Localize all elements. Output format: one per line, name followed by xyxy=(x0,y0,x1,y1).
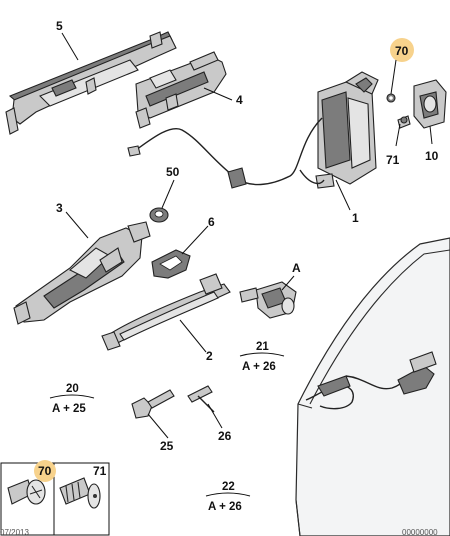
ref-21-sub: A + 26 xyxy=(242,361,276,373)
footer-right-code: 00000000 xyxy=(402,528,438,536)
part-2-door-handle xyxy=(101,273,231,351)
ref-21-num: 21 xyxy=(256,341,269,353)
part-3-handle-frame xyxy=(13,221,151,325)
label-1: 1 xyxy=(352,211,359,225)
footer-left-code: 07/2013 xyxy=(0,528,29,536)
ref-22: 22 A + 26 xyxy=(205,481,251,513)
screw-71-inset xyxy=(59,477,101,509)
label-26: 26 xyxy=(218,429,232,443)
part-25-key xyxy=(131,389,175,419)
label-2: 2 xyxy=(206,349,213,363)
part-5-handle-trim xyxy=(5,31,177,135)
screw-70-inset xyxy=(7,479,46,505)
highlight-70-top xyxy=(390,38,414,62)
label-6: 6 xyxy=(208,215,215,229)
door-outline xyxy=(295,237,450,536)
highlight-70-inset xyxy=(34,460,56,482)
label-5: 5 xyxy=(56,19,63,33)
ref-20-num: 20 xyxy=(66,383,79,395)
label-71-top: 71 xyxy=(386,153,400,167)
part-10-striker xyxy=(413,79,447,129)
label-50: 50 xyxy=(166,165,180,179)
ref-22-sub: A + 26 xyxy=(208,501,242,513)
part-4-handle-carrier xyxy=(135,51,227,129)
label-25: 25 xyxy=(160,439,174,453)
label-4: 4 xyxy=(236,93,243,107)
label-70-top: 70 xyxy=(395,44,409,58)
ref-20: 20 A + 25 xyxy=(49,383,95,415)
label-70-inset: 70 xyxy=(38,464,52,478)
leader-lines xyxy=(61,32,433,439)
label-71-inset: 71 xyxy=(93,464,107,478)
part-1-door-lock xyxy=(127,71,379,189)
part-70-screw-top xyxy=(386,93,396,103)
part-6-gasket xyxy=(151,249,191,279)
label-a: A xyxy=(292,261,301,275)
ref-22-num: 22 xyxy=(222,481,235,493)
label-10: 10 xyxy=(425,149,439,163)
ref-21: 21 A + 26 xyxy=(239,341,285,373)
part-a-lock-cylinder xyxy=(239,281,297,319)
ref-20-sub: A + 25 xyxy=(52,403,86,415)
label-3: 3 xyxy=(56,201,63,215)
part-50-grommet xyxy=(149,207,169,223)
